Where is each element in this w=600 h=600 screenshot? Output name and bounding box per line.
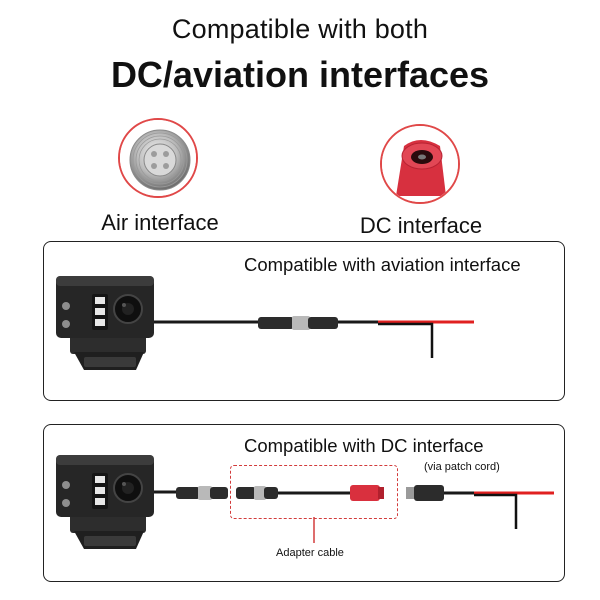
aviation-panel-title: Compatible with aviation interface: [244, 254, 521, 275]
dc-panel-title: Compatible with DC interface: [244, 435, 484, 456]
air-interface-label: Air interface: [101, 210, 219, 235]
camera-icon: [56, 276, 154, 370]
dc-wiring-illustration: [56, 455, 554, 549]
heading-line-1: Compatible with both: [171, 14, 429, 44]
aviation-compat-panel: Compatible with aviation interface: [43, 241, 565, 401]
aviation-connector-icon: [118, 118, 198, 198]
adapter-cable-label: Adapter cable: [276, 547, 344, 559]
dc-compat-panel: Compatible with DC interface (via patch …: [43, 424, 565, 582]
aviation-wiring-illustration: [56, 276, 474, 370]
dc-connector-icon: [380, 124, 460, 204]
heading-line-2: DC/aviation interfaces: [110, 54, 490, 95]
patch-cord-note: (via patch cord): [424, 461, 500, 473]
camera-icon: [56, 455, 154, 549]
dc-interface-label: DC interface: [359, 213, 483, 238]
